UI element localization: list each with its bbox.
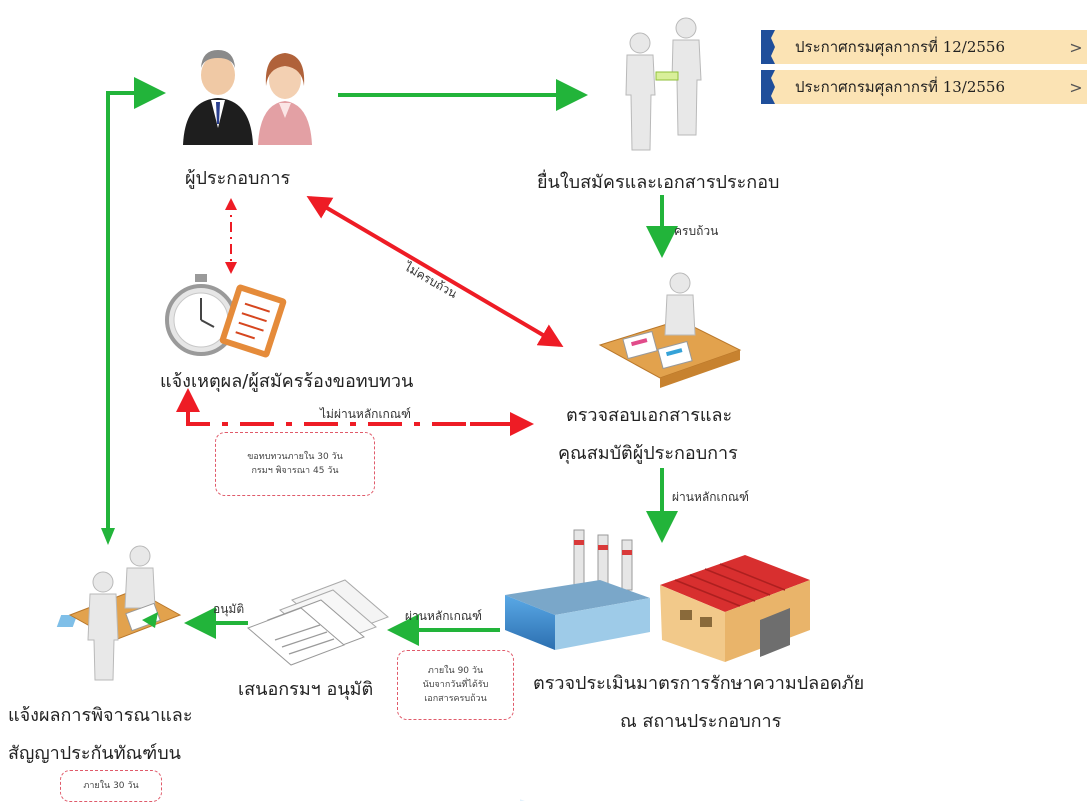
- note-review-period: ขอทบทวนภายใน 30 วัน กรมฯ พิจารณา 45 วัน: [215, 432, 375, 496]
- stopwatch-icon: [165, 274, 237, 356]
- documents-icon: [56, 579, 389, 666]
- signing-desk-icon: [68, 545, 182, 681]
- announcement-link-13-2556[interactable]: ประกาศกรมศุลกากรที่ 13/2556 >: [761, 70, 1087, 104]
- announcement-label: ประกาศกรมศุลกากรที่ 12/2556: [795, 38, 1006, 56]
- ribbon-icon: [761, 70, 775, 104]
- node-assess-label-line1: ตรวจประเมินมาตรการรักษาความปลอดภัย: [533, 673, 865, 694]
- note-ninety-days: ภายใน 90 วัน นับจากวันที่ได้รับ เอกสารคร…: [397, 650, 514, 720]
- handshake-people-icon: [625, 17, 702, 151]
- node-inspect-label-line2: คุณสมบัติผู้ประกอบการ: [558, 443, 738, 464]
- factory-icon: [505, 529, 650, 801]
- note-text: นับจากวันที่ได้รับ: [422, 680, 489, 690]
- node-propose-label: เสนอกรมฯ อนุมัติ: [238, 679, 374, 700]
- node-result-label-line2: สัญญาประกันทัณฑ์บน: [8, 743, 181, 764]
- arrow-result-to-operator: [106, 77, 166, 540]
- note-text: กรมฯ พิจารณา 45 วัน: [251, 466, 339, 476]
- edge-label-not-pass: ไม่ผ่านหลักเกณฑ์: [320, 407, 411, 421]
- note-text: ขอทบทวนภายใน 30 วัน: [247, 452, 343, 462]
- node-notify-label: แจ้งเหตุผล/ผู้สมัครร้องขอทบทวน: [160, 371, 414, 392]
- edge-label-approve: อนุมัติ: [213, 602, 245, 616]
- arrow-not-pass: [176, 388, 530, 426]
- node-operator-label: ผู้ประกอบการ: [185, 168, 291, 189]
- chevron-right-icon: >: [1069, 37, 1083, 57]
- ribbon-icon: [761, 30, 775, 64]
- edge-label-complete: ครบถ้วน: [674, 224, 719, 238]
- note-thirty-days: ภายใน 30 วัน: [60, 770, 162, 802]
- node-assess-label-line2: ณ สถานประกอบการ: [620, 711, 782, 732]
- announcement-label: ประกาศกรมศุลกากรที่ 13/2556: [795, 78, 1006, 96]
- note-text: ภายใน 30 วัน: [83, 781, 139, 791]
- arrow-incomplete: [306, 195, 564, 348]
- desk-inspection-icon: [598, 272, 742, 388]
- node-submit-label: ยื่นใบสมัครและเอกสารประกอบ: [537, 172, 780, 193]
- chevron-right-icon: >: [1069, 77, 1083, 97]
- edge-label-pass-assess: ผ่านหลักเกณฑ์: [405, 609, 482, 623]
- node-result-label-line1: แจ้งผลการพิจารณาและ: [8, 705, 193, 726]
- node-inspect-label-line1: ตรวจสอบเอกสารและ: [566, 405, 733, 426]
- announcement-link-12-2556[interactable]: ประกาศกรมศุลกากรที่ 12/2556 >: [761, 30, 1087, 64]
- note-text: ภายใน 90 วัน: [427, 666, 484, 676]
- edge-label-pass-inspect: ผ่านหลักเกณฑ์: [672, 490, 749, 504]
- clipboard-checklist-icon: [219, 284, 287, 358]
- note-text: เอกสารครบถ้วน: [424, 694, 487, 704]
- business-people-icon: [183, 50, 312, 145]
- warehouse-icon: [660, 555, 810, 662]
